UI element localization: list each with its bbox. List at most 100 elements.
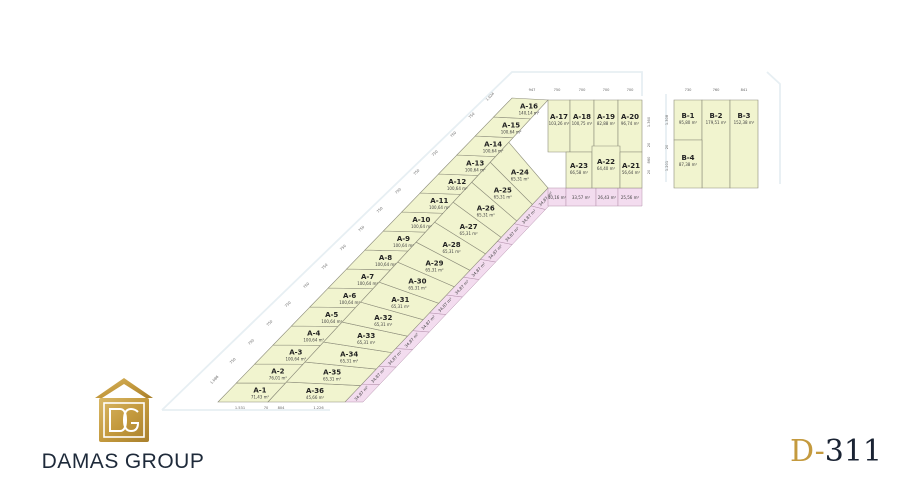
unit-area-label: 66,58 m² (570, 170, 589, 175)
unit-area-label: 96,74 m² (621, 121, 640, 126)
dimension-label: 860 (647, 156, 651, 164)
dimension-label: 750 (468, 111, 476, 119)
unit-area-label: 103,26 m² (549, 121, 570, 126)
dimension-label: 750 (413, 168, 421, 176)
unit-area-label: 100,75 m² (572, 121, 593, 126)
site-outline (161, 71, 781, 411)
unit-area-label: 100,64 m² (483, 148, 504, 153)
dimension-label: 947 (529, 88, 536, 92)
unit-label: A-8 (379, 254, 392, 262)
unit-area-label: 95,80 m² (679, 120, 698, 125)
unit-label: A-19 (597, 113, 615, 121)
unit-area-label: 65,31 m² (357, 340, 376, 345)
dimension-label: 760 (713, 88, 721, 92)
dimension-label: 1.024 (485, 91, 496, 102)
dimension-label: 750 (450, 130, 458, 138)
dimension-label: 20 (647, 142, 651, 147)
unit-area-label: 100,64 m² (375, 262, 396, 267)
unit-b-3 (729, 99, 759, 189)
unit-blocks (217, 97, 759, 403)
unit-area-label: 65,31 m² (340, 358, 359, 363)
unit-area-label: 100,64 m² (429, 205, 450, 210)
dimension-label: 730 (685, 88, 693, 92)
unit-area-label: 56,64 m² (622, 170, 641, 175)
unit-label: A-27 (460, 223, 478, 231)
dimension-label: 750 (339, 243, 347, 251)
unit-b-4 (673, 139, 703, 189)
unit-area-label: 71,43 m² (251, 395, 270, 400)
unit-label: A-28 (443, 241, 461, 249)
dg-monogram-icon (95, 378, 153, 442)
unit-label: A-7 (361, 273, 374, 281)
unit-area-label: 65,31 m² (391, 304, 410, 309)
unit-area-label: 100,64 m² (285, 357, 306, 362)
unit-label: B-2 (709, 112, 722, 120)
unit-area-label: 179,51 m² (706, 120, 727, 125)
unit-label: A-32 (374, 314, 392, 322)
unit-a-24 (489, 141, 549, 205)
unit-label: A-33 (357, 332, 375, 340)
unit-label: A-9 (397, 235, 410, 243)
dimension-label: 750 (284, 300, 292, 308)
dimension-label: 1.360 (647, 116, 651, 127)
storage-area-label: 26,43 m² (598, 195, 617, 200)
unit-area-label: 100,64 m² (411, 224, 432, 229)
unit-label: A-3 (289, 349, 302, 357)
unit-area-label: 140,14 m² (519, 110, 540, 115)
unit-label: A-6 (343, 292, 356, 300)
unit-a-18 (569, 99, 595, 153)
brand-name-part1: DAMAS (41, 450, 119, 473)
unit-label: A-12 (448, 178, 466, 186)
unit-label: A-21 (622, 162, 640, 170)
unit-label: A-13 (466, 159, 484, 167)
unit-label: A-23 (570, 162, 588, 170)
unit-a-17 (547, 99, 571, 153)
dimension-label: 1.308 (665, 114, 669, 125)
dimension-label: 700 (603, 88, 611, 92)
dimension-label: 841 (741, 88, 748, 92)
unit-label: A-29 (425, 259, 443, 267)
brand-name-part2: GROUP (124, 450, 205, 473)
project-code: D-311 (790, 434, 882, 469)
dimension-label: 20 (665, 144, 669, 149)
unit-label: A-24 (511, 168, 529, 176)
dimension-label: 20 (647, 169, 651, 174)
unit-label: B-4 (681, 154, 694, 162)
dimension-label: 750 (358, 224, 366, 232)
unit-area-label: 64,40 m² (597, 166, 616, 171)
unit-area-label: 65,31 m² (425, 267, 444, 272)
dimension-label: 70 (264, 406, 269, 410)
dimension-label: 750 (321, 262, 329, 270)
dimension-label: 750 (266, 319, 274, 327)
unit-label: A-10 (412, 216, 430, 224)
unit-area-label: 100,64 m² (393, 243, 414, 248)
unit-label: A-22 (597, 158, 615, 166)
unit-label: A-36 (306, 387, 324, 395)
storage-area-label: 40,16 m² (548, 195, 567, 200)
unit-area-label: 65,31 m² (408, 286, 427, 291)
unit-label: A-31 (391, 296, 409, 304)
unit-label: A-15 (502, 121, 520, 129)
unit-area-label: 65,31 m² (494, 194, 513, 199)
dimension-label: 750 (376, 206, 384, 214)
storage-area-label: 33,57 m² (572, 195, 591, 200)
project-code-number: 311 (824, 434, 883, 469)
unit-label: A-17 (550, 113, 568, 121)
unit-area-label: 76,01 m² (269, 376, 288, 381)
unit-label: A-26 (477, 205, 495, 213)
dimension-label: 750 (303, 281, 311, 289)
unit-label: A-1 (253, 387, 266, 395)
unit-area-label: 65,31 m² (477, 213, 496, 218)
unit-label: B-3 (737, 112, 750, 120)
unit-area-label: 65,31 m² (511, 176, 530, 181)
dimension-label: 750 (554, 88, 562, 92)
dimension-label: 804 (278, 406, 286, 410)
unit-area-label: 100,64 m² (465, 167, 486, 172)
unit-area-label: 100,64 m² (303, 338, 324, 343)
unit-label: A-34 (340, 350, 358, 358)
unit-label: A-2 (271, 368, 284, 376)
unit-label: A-25 (494, 186, 512, 194)
